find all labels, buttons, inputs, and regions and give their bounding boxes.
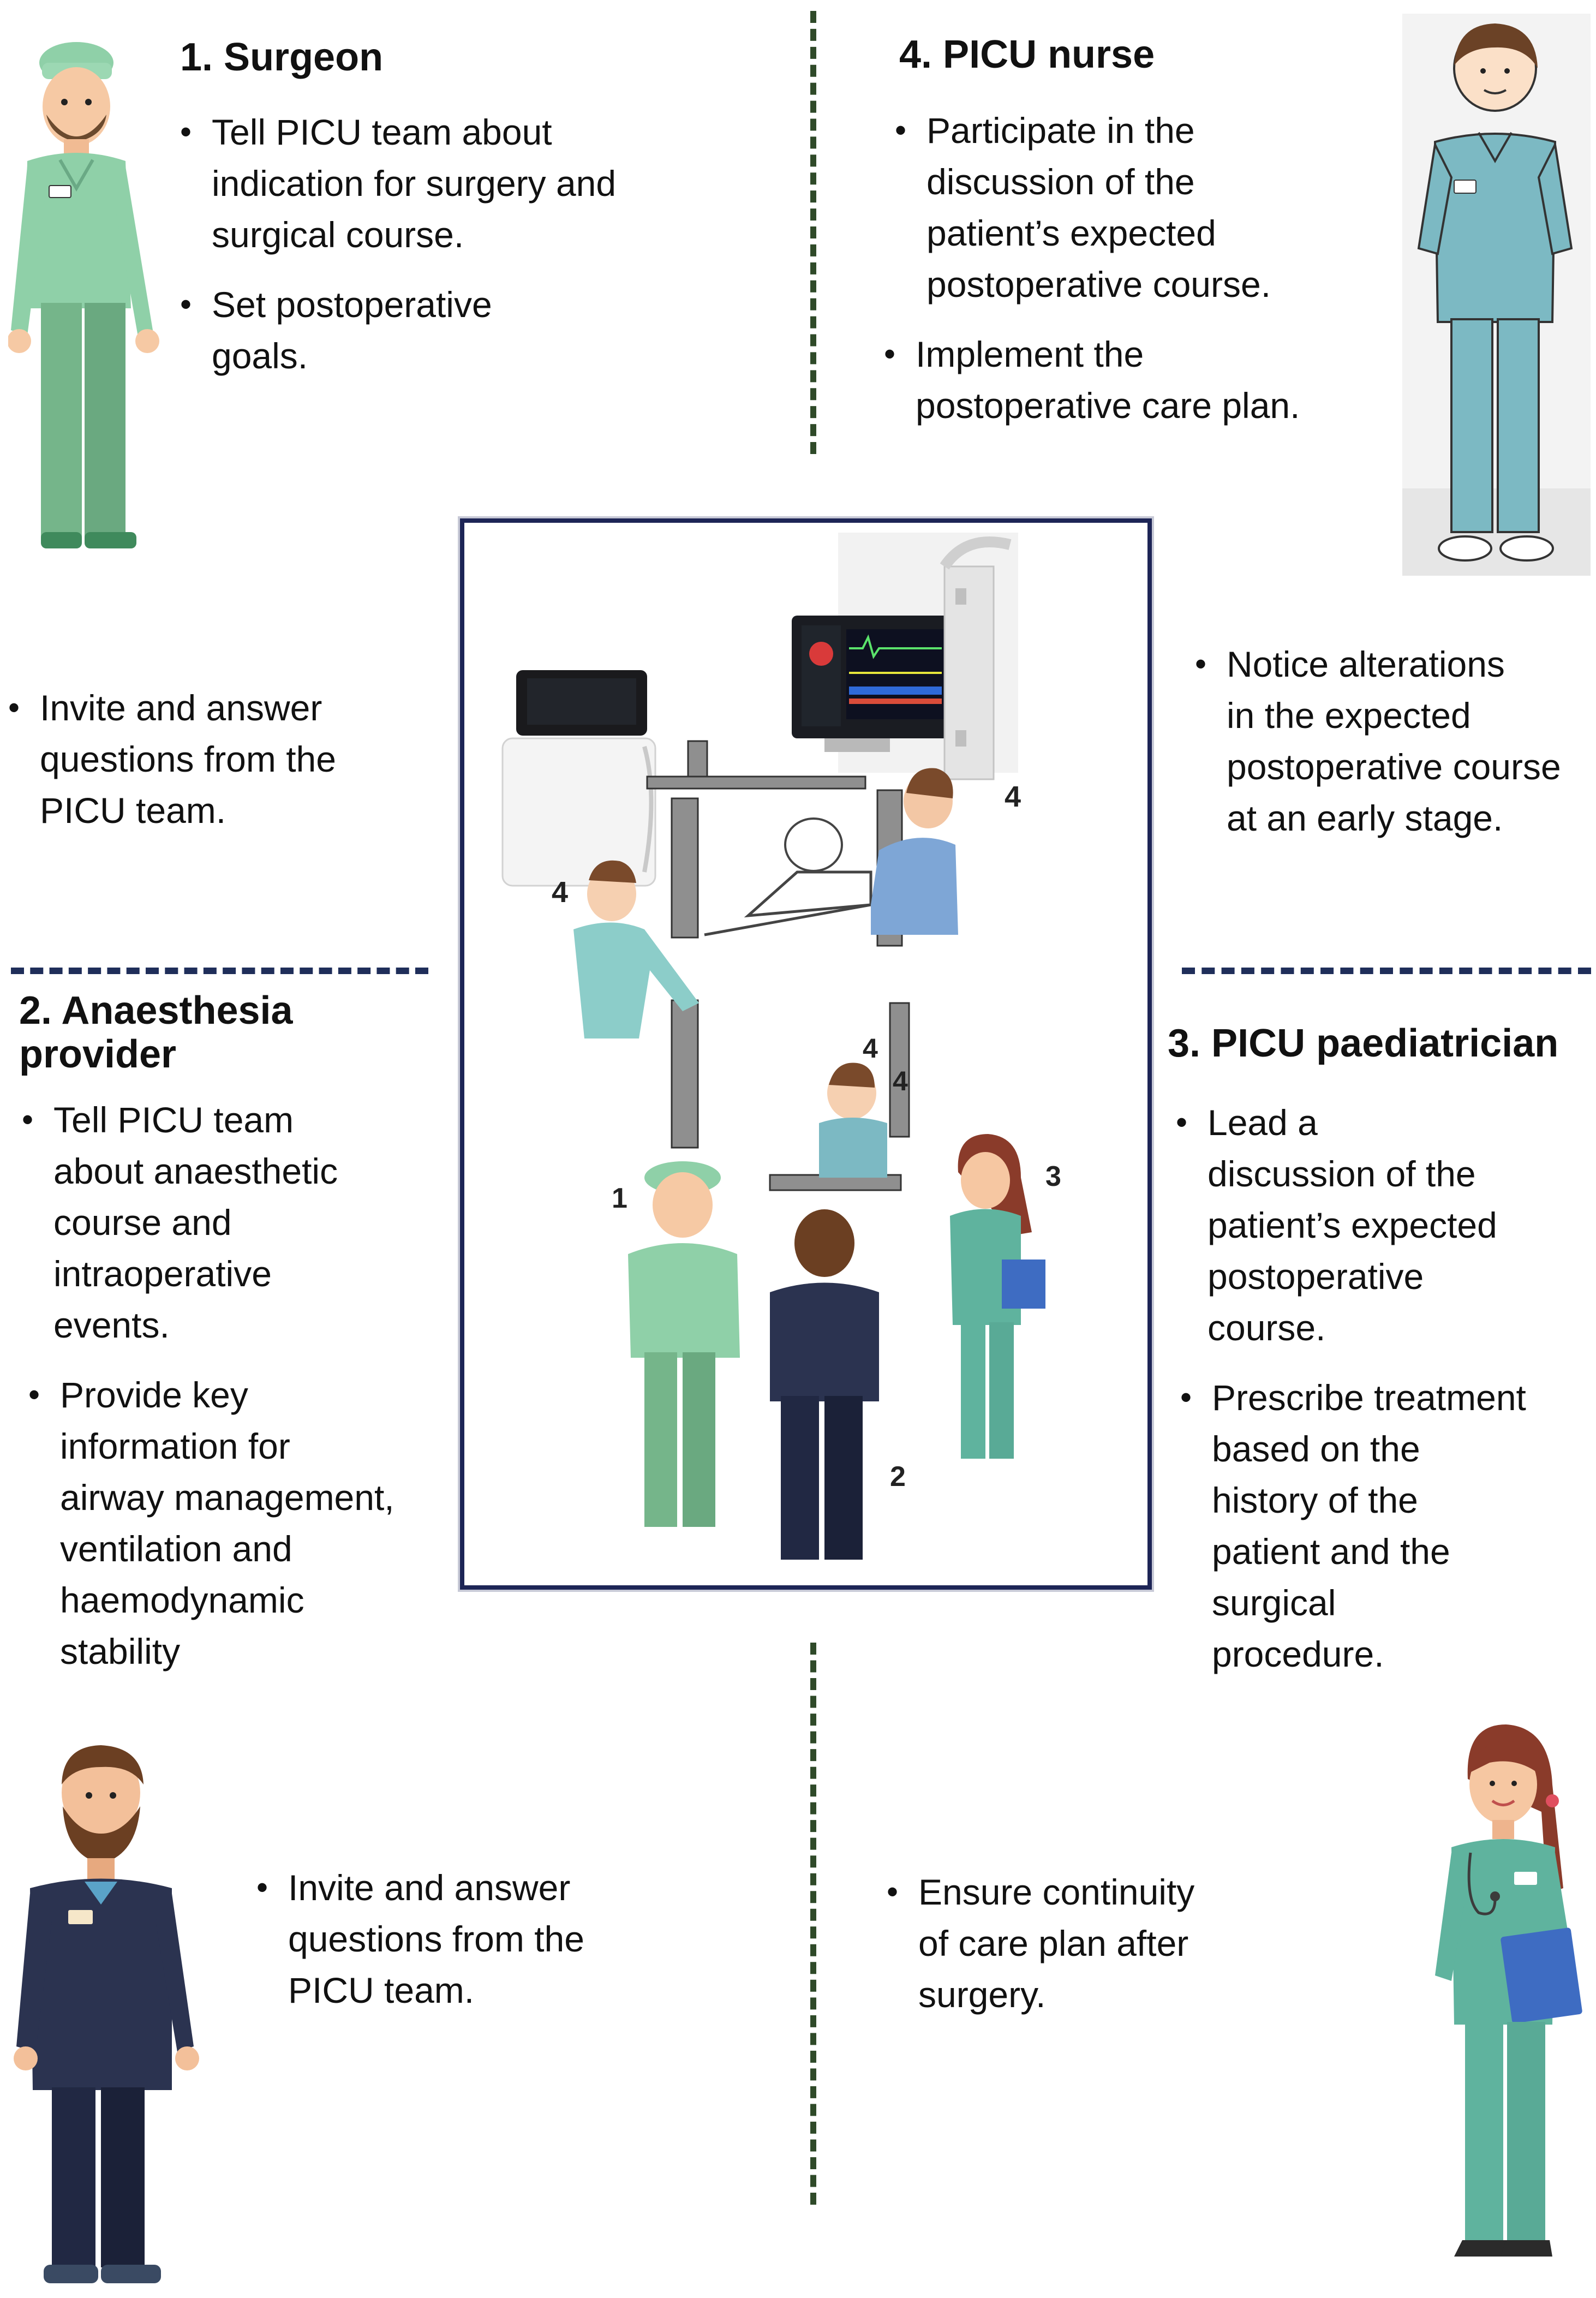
anaesthesia-bottom-bullets: Invite and answer questions from the PIC…: [256, 1862, 671, 2034]
paediatrician-figure-icon: [1435, 1724, 1582, 2257]
picu-nurse-figure-icon: [1402, 14, 1591, 576]
scene-label-nurse-bottom: 4: [863, 1033, 878, 1064]
picu-nurse-top-bullets: Participate in the discussion of the pat…: [884, 105, 1386, 450]
anaesthesia-bullet-1: Tell PICU team about anaesthetic course …: [22, 1094, 437, 1351]
scene-label-bed-side: 4: [893, 1066, 908, 1096]
picu-nurse-side-bullets: Notice alterations in the expected posto…: [1195, 638, 1593, 862]
scene-paediatrician-icon: [950, 1134, 1045, 1459]
picu-nurse-side-bullet-1: Notice alterations in the expected posto…: [1195, 638, 1593, 844]
right-horizontal-divider: [1182, 968, 1591, 974]
surgeon-side-bullet-1: Invite and answer questions from the PIC…: [8, 682, 390, 836]
scene-label-paediatrician: 3: [1045, 1161, 1061, 1192]
surgeon-top-bullets: Tell PICU team about indication for surg…: [180, 106, 671, 400]
scene-label-surgeon: 1: [612, 1183, 627, 1214]
paediatrician-bullet-2: Prescribe treatment based on the history…: [1180, 1372, 1591, 1680]
bedside-scene: 4 4 4 4 1 2: [501, 533, 1061, 1560]
surgeon-bullet-1: Tell PICU team about indication for surg…: [180, 106, 671, 260]
anaesthesia-provider-figure-icon: [14, 1745, 199, 2283]
scene-surgeon-icon: [628, 1161, 740, 1527]
bottom-center-divider: [810, 1643, 816, 2205]
scene-nurse-bottom-icon: [819, 1063, 887, 1178]
scene-label-nurse-left: 4: [552, 876, 568, 909]
left-horizontal-divider: [11, 968, 428, 974]
surgeon-heading: 1. Surgeon: [180, 35, 384, 79]
paediatrician-bullet-1: Lead a discussion of the patient’s expec…: [1176, 1097, 1591, 1353]
picu-nurse-bullet-2: Implement the postoperative care plan.: [884, 329, 1386, 431]
paediatrician-bullets: Lead a discussion of the patient’s expec…: [1176, 1097, 1591, 1698]
anaesthesia-heading: 2. Anaesthesia provider: [19, 989, 293, 1076]
surgeon-figure-icon: [8, 42, 159, 548]
surgeon-side-bullets: Invite and answer questions from the PIC…: [8, 682, 390, 855]
scene-nurse-left-icon: [573, 860, 699, 1038]
scene-anaesthesia-icon: [770, 1209, 879, 1560]
patient-monitor-icon: [792, 616, 950, 752]
top-center-divider: [810, 11, 816, 454]
scene-label-anaesthesia: 2: [890, 1461, 906, 1493]
anaesthesia-bottom-bullet-1: Invite and answer questions from the PIC…: [256, 1862, 671, 2016]
anaesthesia-bullet-2: Provide key information for airway manag…: [28, 1369, 437, 1677]
scene-nurse-bedside-icon: [871, 768, 958, 935]
anaesthesia-bullets: Tell PICU team about anaesthetic course …: [22, 1094, 437, 1696]
scene-label-nurse-right: 4: [1005, 780, 1021, 813]
paediatrician-bottom-bullets: Ensure continuity of care plan after sur…: [887, 1866, 1301, 2039]
bedside-scene-frame: 4 4 4 4 1 2: [460, 518, 1152, 1590]
picu-nurse-heading: 4. PICU nurse: [899, 33, 1155, 76]
surgeon-bullet-2: Set postoperative goals.: [180, 279, 671, 381]
paediatrician-bottom-bullet-1: Ensure continuity of care plan after sur…: [887, 1866, 1301, 2020]
ventilator-icon: [501, 670, 656, 887]
picu-nurse-bullet-1: Participate in the discussion of the pat…: [895, 105, 1386, 310]
paediatrician-heading: 3. PICU paediatrician: [1168, 1022, 1559, 1065]
